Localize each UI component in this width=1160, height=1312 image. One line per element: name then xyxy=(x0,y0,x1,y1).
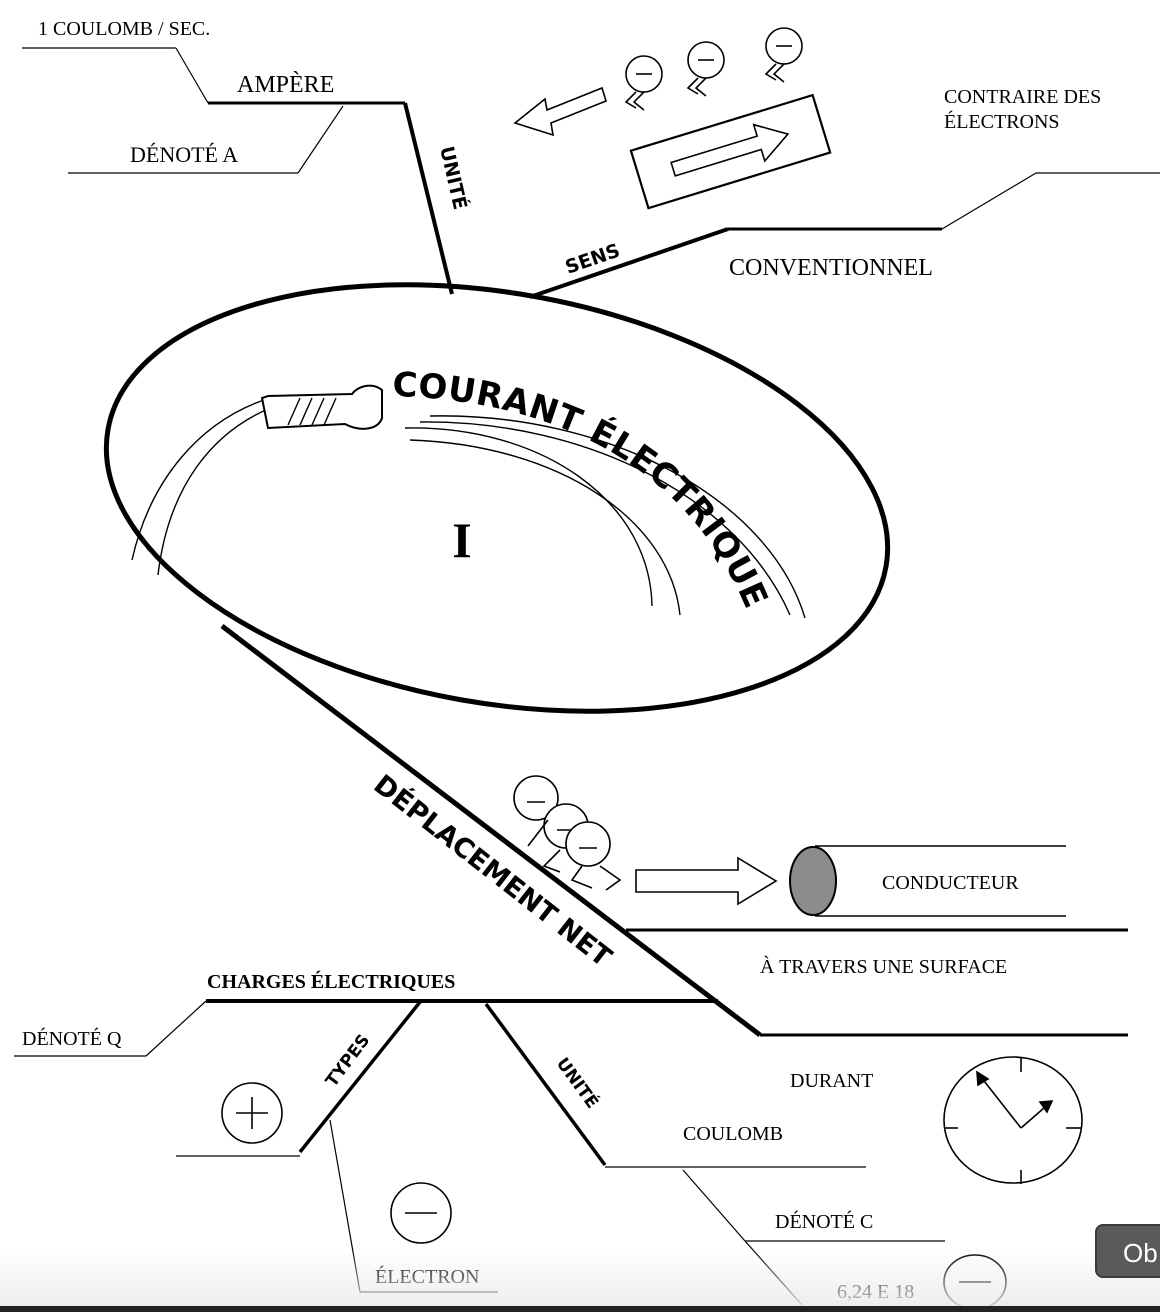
sense-branch-label: SENS xyxy=(562,240,622,279)
unit-branch-label: UNITÉ xyxy=(435,144,472,212)
conventionnel-label: CONVENTIONNEL xyxy=(729,255,933,281)
charges-label: CHARGES ÉLECTRIQUES xyxy=(207,970,455,993)
wrist-icon xyxy=(260,384,383,430)
charges-branch: CHARGES ÉLECTRIQUES DÉNOTÉ Q TYPES ÉLECT… xyxy=(14,970,1007,1310)
contraire-line2: ÉLECTRONS xyxy=(944,110,1060,133)
travers-label: À TRAVERS UNE SURFACE xyxy=(760,955,1007,978)
conductor-icon xyxy=(789,845,1066,917)
sense-branch: SENS CONVENTIONNEL CONTRAIRE DES ÉLECTRO… xyxy=(513,27,1160,299)
electron-flow-icon xyxy=(513,27,832,210)
bottom-edge-bar xyxy=(0,1306,1160,1312)
central-node: COURANT ÉLECTRIQUE I xyxy=(103,282,891,714)
motion-lines-icon xyxy=(131,397,806,619)
denote-c-label: DÉNOTÉ C xyxy=(775,1210,873,1233)
electron-label: ÉLECTRON xyxy=(375,1265,479,1288)
contraire-line1: CONTRAIRE DES xyxy=(944,86,1101,108)
denote-q-label: DÉNOTÉ Q xyxy=(22,1027,122,1050)
coulomb-per-sec-label: 1 COULOMB / SEC. xyxy=(38,18,210,40)
electron-runners-icon xyxy=(513,775,778,906)
types-branch-label: TYPES xyxy=(322,1031,374,1091)
unit-branch: UNITÉ 1 COULOMB / SEC. AMPÈRE DÉNOTÉ A xyxy=(22,18,472,295)
value-label: 6,24 E 18 xyxy=(837,1281,914,1303)
displacement-branch-label: DÉPLACEMENT NET xyxy=(368,768,618,973)
ampere-label: AMPÈRE xyxy=(237,72,334,98)
durant-label: DURANT xyxy=(790,1070,873,1092)
overlay-button[interactable]: Ob xyxy=(1095,1224,1160,1278)
denote-a-label: DÉNOTÉ A xyxy=(130,142,238,167)
coulomb-label: COULOMB xyxy=(683,1123,783,1145)
current-symbol: I xyxy=(452,512,471,568)
conducteur-label: CONDUCTEUR xyxy=(882,872,1019,894)
positive-charge-icon xyxy=(221,1082,283,1144)
negative-charge-icon xyxy=(390,1182,452,1244)
electron-charge-icon xyxy=(943,1254,1007,1310)
displacement-branch: DÉPLACEMENT NET À TRAVERS UNE SURFACE DU… xyxy=(220,624,1128,1184)
clock-icon xyxy=(943,1056,1083,1184)
center-title: COURANT ÉLECTRIQUE xyxy=(392,365,776,614)
